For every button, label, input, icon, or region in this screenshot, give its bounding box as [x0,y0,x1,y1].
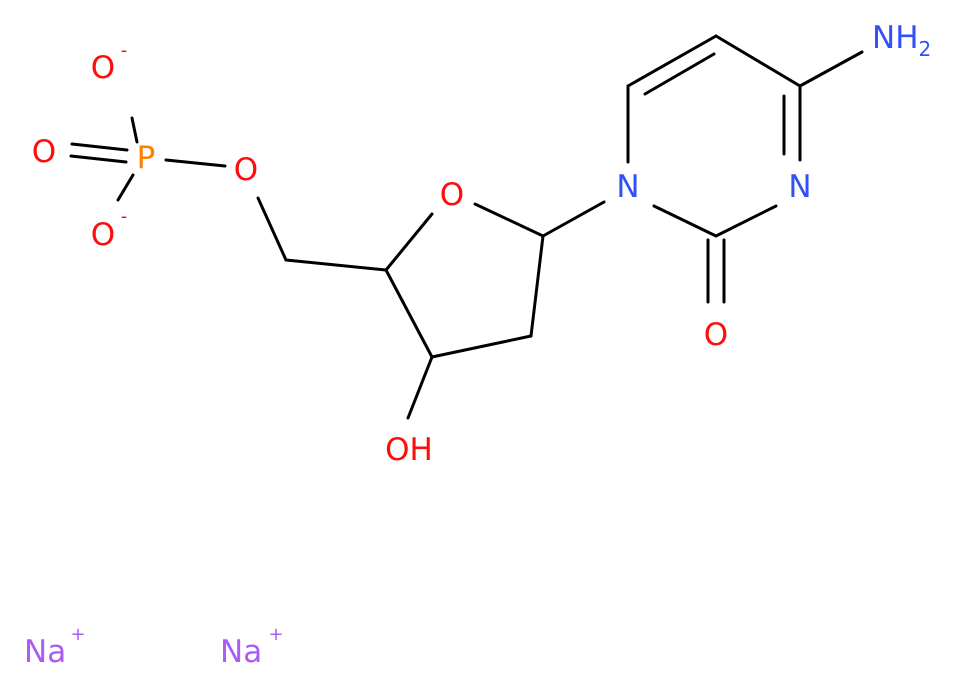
ion-na-1-charge: + [70,624,85,645]
atom-nh2-main: NH [872,20,919,56]
ion-na-2: Na [220,634,262,670]
bond-c2-c3 [430,334,533,359]
atom-o-carbonyl: O [704,317,728,353]
bond-c2-n1 [652,204,718,238]
atom-nh2: NH2 [872,20,931,61]
bond-c3-oh [406,355,434,420]
bond-p-o-ester [164,158,227,168]
bond-ch2-c4 [284,258,388,272]
bonds [69,34,864,420]
atom-p: P [137,140,156,176]
bond-c3-c4 [384,268,434,359]
bond-o4-c1 [473,202,545,238]
bond-c4-o4 [384,212,434,272]
charge-minus-top: - [121,40,128,61]
bond-c5-c4 [714,34,802,88]
charge-minus-bottom: - [121,206,128,227]
bond-p-o-top [130,116,139,144]
ion-na-1: Na [24,634,66,670]
bond-p-o-double-1 [70,142,129,152]
atom-o-ester: O [234,152,258,188]
bond-c1-n1 [541,200,606,238]
bond-o-ch2 [256,196,288,262]
bond-c6-c5-inner [643,52,716,96]
bond-n3-c2 [714,204,778,238]
ion-na-2-charge: + [268,624,283,645]
atom-o-minus-top: O [91,50,115,86]
atom-o-ring: O [440,177,464,213]
atom-n1: N [616,169,639,205]
atom-o-minus-bottom: O [91,217,115,253]
bond-p-o-double-2 [69,154,128,164]
atom-n3: N [788,169,811,205]
bond-c4-nh2 [798,50,864,88]
bond-c1-c2 [529,234,545,338]
atom-labels: O - O P O - O O OH N N O NH2 Na + Na + [24,20,931,670]
bond-c6-c5 [626,34,718,88]
atom-nh2-subscript: 2 [919,37,932,61]
atom-oh: OH [385,432,433,468]
bond-p-o-bottom [116,173,135,202]
atom-o-double: O [32,134,56,170]
